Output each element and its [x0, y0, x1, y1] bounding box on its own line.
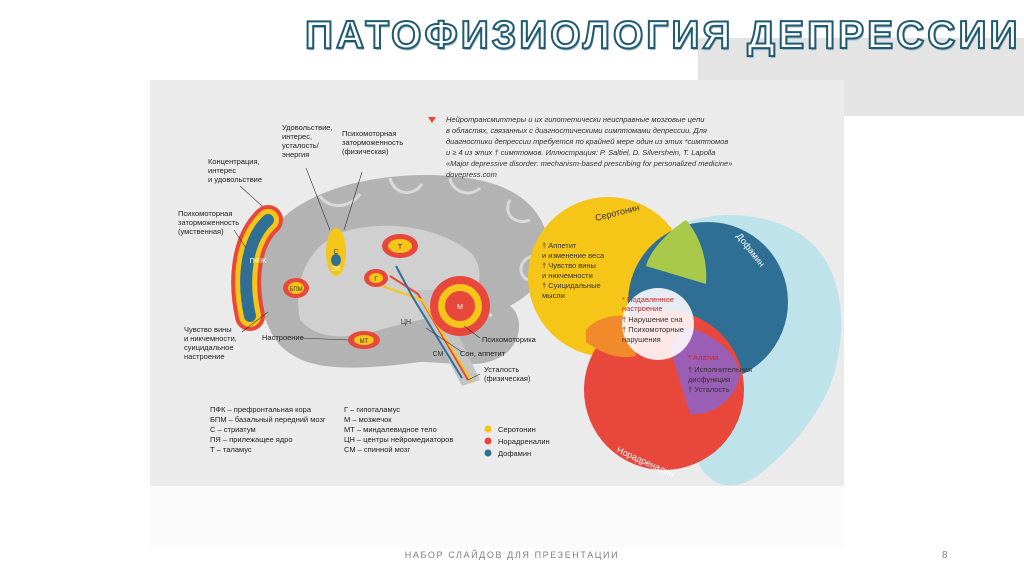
striatum-core [331, 254, 341, 266]
label-mood: Настроение [262, 333, 304, 342]
legend-dot-dopamine [484, 449, 492, 457]
region-g-label: Г [374, 277, 378, 283]
legend-dot-serotonin [484, 425, 492, 433]
region-mt-label: МТ [360, 339, 369, 345]
brain-folds [318, 177, 535, 331]
venn-dopamine-noradrenaline-overlap [670, 326, 740, 415]
venn-core-items: * Подавленное настроение † Нарушение сна… [622, 295, 686, 344]
venn-diagram: Серотонин Дофамин Норадреналин † Аппетит… [528, 197, 788, 479]
venn-lower-items: * Алатия † Исполнительная дисфункция † У… [688, 353, 754, 394]
region-bfb-label: БПМ [289, 287, 302, 293]
brain-labels: Удовольствие, интерес, усталость/ энерги… [178, 123, 537, 383]
figure-lower-area [150, 486, 844, 548]
region-m-label: М [457, 304, 463, 311]
leader-lines [233, 167, 481, 381]
label-psychomotor-physical: Психомоторная заторможенность (физическа… [342, 129, 405, 156]
label-psychomotorics: Психомоторика [482, 335, 537, 344]
region-sm-label: СМ [433, 351, 444, 358]
slide-title: ПАТОФИЗИОЛОГИЯ ДЕПРЕССИИ [304, 13, 1021, 58]
abbreviations-right: Г – гипоталамус М – мозжечок МТ – миндал… [344, 405, 455, 454]
striatum-region [326, 228, 346, 276]
abbreviations-left: ПФК – префронтальная кора БПМ – базальны… [210, 405, 328, 454]
region-pfc-label: ПФЖ [250, 258, 267, 265]
label-guilt: Чувство вины и никчемности, суицидальное… [184, 325, 239, 361]
tract-red [389, 275, 469, 381]
brain-illustration: ПФЖ С ПЯ Т Г БПМ МТ ЦН СМ М [231, 167, 549, 386]
legend-label-noradrenaline: Норадреналин [498, 437, 550, 446]
label-psychomotor-mental: Психомоторная заторможенность (умственна… [178, 209, 241, 236]
tract-blue [395, 265, 463, 379]
amygdala-core [354, 335, 374, 345]
legend-label-dopamine: Дофамин [498, 449, 531, 458]
figure-caption: Нейротрансмиттеры и их гипотетически неи… [446, 115, 734, 179]
thalamus-core [388, 239, 412, 253]
label-pleasure: Удовольствие, интерес, усталость/ энерги… [282, 123, 335, 159]
slide-footer: НАБОР СЛАЙДОВ ДЛЯ ПРЕЗЕНТАЦИИ [404, 550, 620, 560]
label-fatigue: Усталость (физическая) [484, 365, 531, 383]
label-sleep-appetite: Сон, аппетит [460, 349, 506, 358]
region-t-label: Т [398, 244, 403, 251]
label-concentration: Концентрация, интерес и удовольствие [208, 157, 262, 184]
hypothalamus-core [369, 273, 383, 283]
venn-core-white [622, 288, 694, 360]
region-pya-label: ПЯ [332, 267, 341, 273]
cerebellum-core [445, 291, 475, 321]
region-s-label: С [333, 249, 338, 256]
page-number: 8 [942, 550, 948, 561]
depression-figure: ПФЖ С ПЯ Т Г БПМ МТ ЦН СМ М [178, 115, 842, 486]
caption-marker [428, 117, 436, 123]
venn-serotonin-dopamine-overlap [628, 200, 707, 284]
venn-serotonin-items: † Аппетит и изменение веса † Чувство вин… [542, 241, 606, 300]
bfb-core [288, 282, 304, 294]
legend-label-serotonin: Серотонин [498, 425, 536, 434]
region-cn-label: ЦН [401, 319, 411, 326]
legend-dot-noradrenaline [484, 437, 492, 445]
legend: Серотонин Норадреналин Дофамин [484, 425, 550, 458]
pfc-blue-band [240, 214, 274, 322]
tract-yellow [381, 285, 473, 383]
